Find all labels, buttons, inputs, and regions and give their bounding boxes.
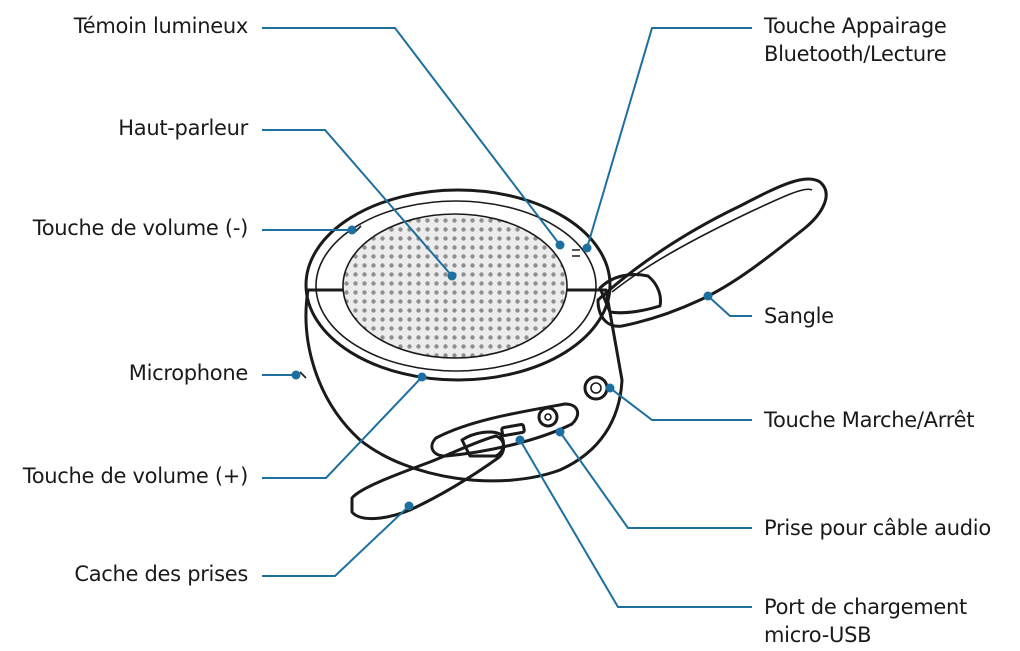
label-volume-down: Touche de volume (-) [32,216,249,240]
leader-port-cover [262,505,410,577]
label-indicator: Témoin lumineux [73,14,249,38]
label-usb-port: Port de chargement micro-USB [764,595,967,647]
dot-speaker [447,271,457,281]
leader-volume-up [262,376,423,479]
label-microphone: Microphone [128,361,249,385]
leader-pairing-key [586,27,752,249]
dot-microphone [291,370,301,380]
speaker-body [299,188,624,483]
dot-strap [703,291,713,301]
label-power-key: Touche Marche/Arrêt [764,408,975,432]
label-strap: Sangle [764,304,834,328]
leader-indicator [262,27,561,246]
dot-port-cover [404,501,414,511]
label-port-cover: Cache des prises [74,562,248,586]
label-volume-up: Touche de volume (+) [22,464,249,488]
port-cover-illustration [350,430,506,521]
strap-illustration [596,177,828,328]
dot-indicator [555,240,565,250]
leader-speaker [262,129,453,277]
speaker-grille [342,213,568,359]
leader-dots [291,225,713,511]
label-speaker: Haut-parleur [118,116,248,140]
leader-power-key [609,387,752,421]
leader-audio-jack [559,431,752,529]
dot-pairing-key [582,243,592,253]
label-pairing-key: Touche Appairage Bluetooth/Lecture [764,14,947,66]
leader-usb-port [519,439,752,608]
dot-power-key [605,383,615,393]
dot-volume-down [347,225,357,235]
leader-lines [262,27,752,608]
label-audio-jack: Prise pour câble audio [764,516,991,540]
leader-strap [707,295,752,317]
dot-audio-jack [555,427,565,437]
dot-usb-port [515,435,525,445]
dot-volume-up [417,372,427,382]
